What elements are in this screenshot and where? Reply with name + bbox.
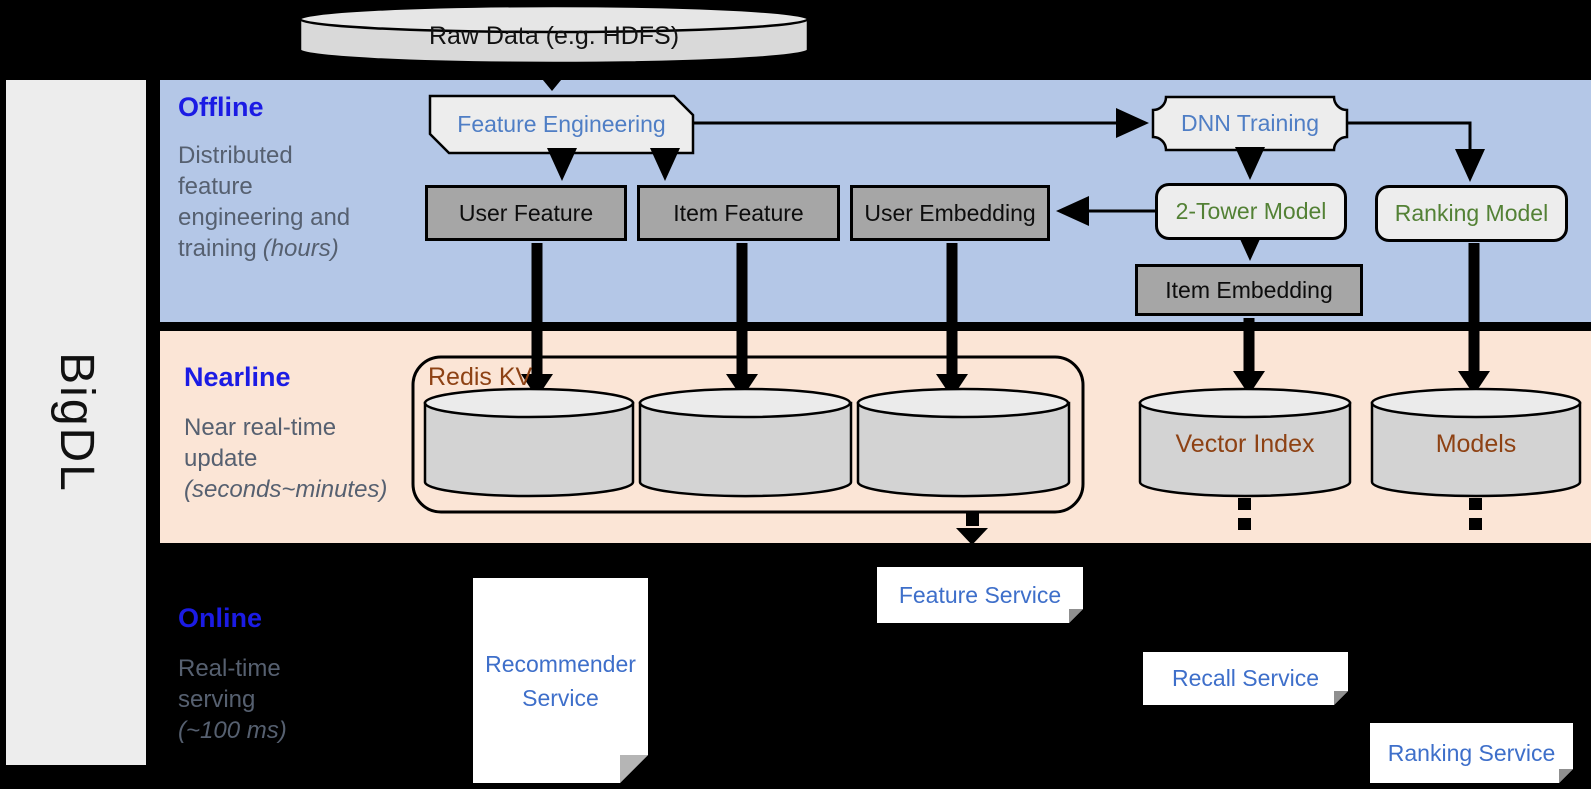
redis-kv-container	[411, 355, 1085, 514]
vector-index-cylinder	[1138, 387, 1352, 498]
redis-cylinder-2	[638, 387, 853, 498]
arrow-userfeature-to-redis	[521, 243, 553, 398]
raw-data-label: Raw Data (e.g. HDFS)	[428, 21, 680, 50]
brand-panel: BigDL	[6, 80, 146, 765]
online-title: Online	[178, 603, 263, 633]
item-embedding-node: Item Embedding	[1135, 264, 1363, 316]
dashed-line-vectorindex-to-recall	[1238, 498, 1251, 530]
recommender-service-node: Recommender Service	[473, 578, 648, 783]
vector-index-label: Vector Index	[1175, 429, 1315, 458]
redis-kv-label: Redis KV	[428, 362, 533, 391]
arrow-dnn-to-rankingmodel	[1347, 121, 1485, 182]
dashed-line-models-to-ranking	[1469, 498, 1482, 530]
arrow-itemembedding-to-vectorindex	[1233, 318, 1265, 395]
dnn-training-node: DNN Training	[1180, 110, 1320, 136]
online-description: Real-time serving (~100 ms)	[178, 655, 287, 744]
recall-service-node: Recall Service	[1143, 652, 1348, 705]
dnn-training-shape	[1151, 95, 1349, 152]
models-cylinder	[1370, 387, 1582, 498]
models-label: Models	[1435, 429, 1517, 458]
user-feature-node: User Feature	[425, 185, 627, 241]
nearline-description: Near real-time update (seconds~minutes)	[184, 414, 388, 503]
user-embedding-node: User Embedding	[850, 185, 1050, 241]
arrow-rankingmodel-to-models	[1458, 243, 1490, 395]
ranking-model-node: Ranking Model	[1375, 185, 1568, 242]
arrow-itemfeature-to-redis	[726, 243, 758, 398]
raw-data-cylinder	[298, 4, 810, 65]
offline-title: Offline	[178, 92, 264, 122]
feature-service-node: Feature Service	[877, 567, 1083, 623]
feature-engineering-shape	[428, 94, 695, 155]
arrow-userembedding-to-redis	[936, 243, 968, 398]
arrow-rawdata-to-offline	[538, 62, 566, 91]
two-tower-model-node: 2-Tower Model	[1155, 183, 1347, 240]
dashed-arrow-redis-to-featureservice	[956, 513, 988, 545]
item-feature-node: Item Feature	[637, 185, 840, 241]
nearline-title: Nearline	[184, 362, 291, 392]
redis-cylinder-1	[423, 387, 635, 498]
feature-engineering-node: Feature Engineering	[457, 111, 666, 137]
offline-description: Distributed feature engineering and trai…	[178, 142, 351, 262]
ranking-service-node: Ranking Service	[1370, 723, 1573, 783]
redis-cylinder-3	[856, 387, 1071, 498]
